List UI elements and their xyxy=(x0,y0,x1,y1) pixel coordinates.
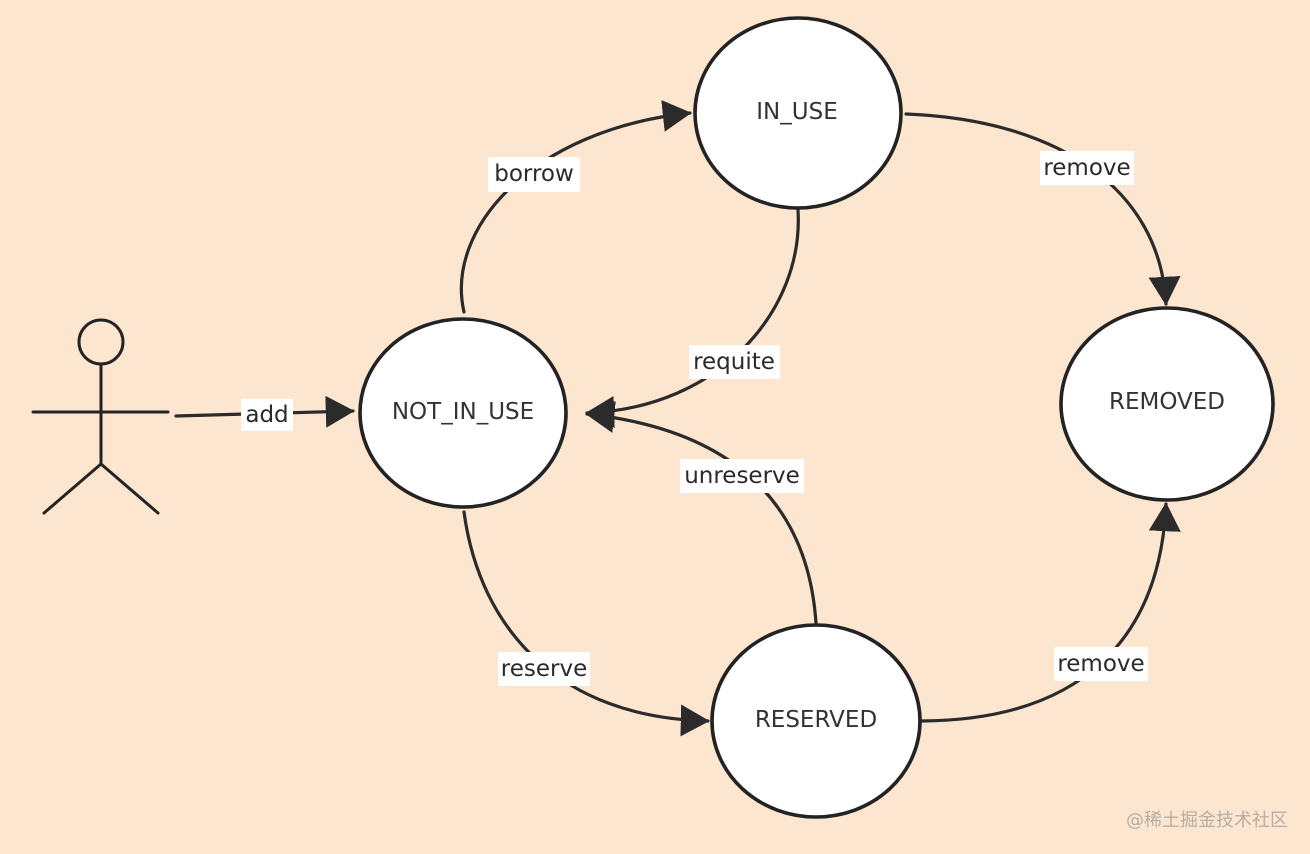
edge-label-reserve-text: reserve xyxy=(501,656,587,682)
edge-label-remove-top: remove xyxy=(1040,151,1134,185)
edge-label-remove-bottom-bg xyxy=(1054,647,1148,681)
edge-label-reserve: reserve xyxy=(498,652,590,686)
edge-label-borrow-text: borrow xyxy=(494,161,574,187)
state-in-use: IN_USE xyxy=(693,16,903,210)
state-not-in-use-circle xyxy=(358,317,568,509)
edge-label-unreserve: unreserve xyxy=(680,459,804,493)
edge-label-remove-bottom-text: remove xyxy=(1057,651,1144,677)
actor-head xyxy=(77,318,125,366)
edge-label-add-bg xyxy=(241,399,293,431)
state-removed-circle xyxy=(1059,306,1275,502)
edge-label-unreserve-text: unreserve xyxy=(684,463,800,489)
state-reserved-label: RESERVED xyxy=(755,707,877,733)
actor-left-leg xyxy=(42,462,103,515)
state-reserved: RESERVED xyxy=(710,623,922,819)
state-removed: REMOVED xyxy=(1059,306,1275,502)
edge-requite xyxy=(585,208,800,428)
state-in-use-label: IN_USE xyxy=(756,99,837,125)
edge-label-borrow-bg xyxy=(488,157,580,192)
edge-label-add: add xyxy=(241,399,293,431)
edge-label-requite-text: requite xyxy=(693,349,775,375)
actor-icon xyxy=(31,318,170,515)
edge-label-requite-bg xyxy=(689,345,780,379)
edge-label-add-text: add xyxy=(245,402,288,428)
edge-label-remove-top-text: remove xyxy=(1043,155,1130,181)
edge-unreserve xyxy=(585,401,818,625)
actor-right-leg xyxy=(99,462,160,515)
edge-label-borrow: borrow xyxy=(488,157,580,192)
edge-remove-top xyxy=(904,112,1181,306)
edge-label-requite: requite xyxy=(689,345,780,379)
state-not-in-use-label: NOT_IN_USE xyxy=(392,399,534,425)
edge-label-remove-top-bg xyxy=(1040,151,1134,185)
edge-label-reserve-bg xyxy=(498,652,590,686)
edge-reserve xyxy=(462,510,710,737)
state-reserved-circle xyxy=(710,623,922,819)
edge-label-remove-bottom: remove xyxy=(1054,647,1148,681)
edge-borrow xyxy=(459,99,692,314)
watermark: @稀土掘金技术社区 xyxy=(1126,810,1288,831)
edge-label-unreserve-bg xyxy=(680,459,804,493)
state-in-use-circle xyxy=(693,16,903,210)
edge-remove-bottom xyxy=(920,502,1181,723)
state-removed-label: REMOVED xyxy=(1109,389,1225,415)
state-not-in-use: NOT_IN_USE xyxy=(358,317,568,509)
